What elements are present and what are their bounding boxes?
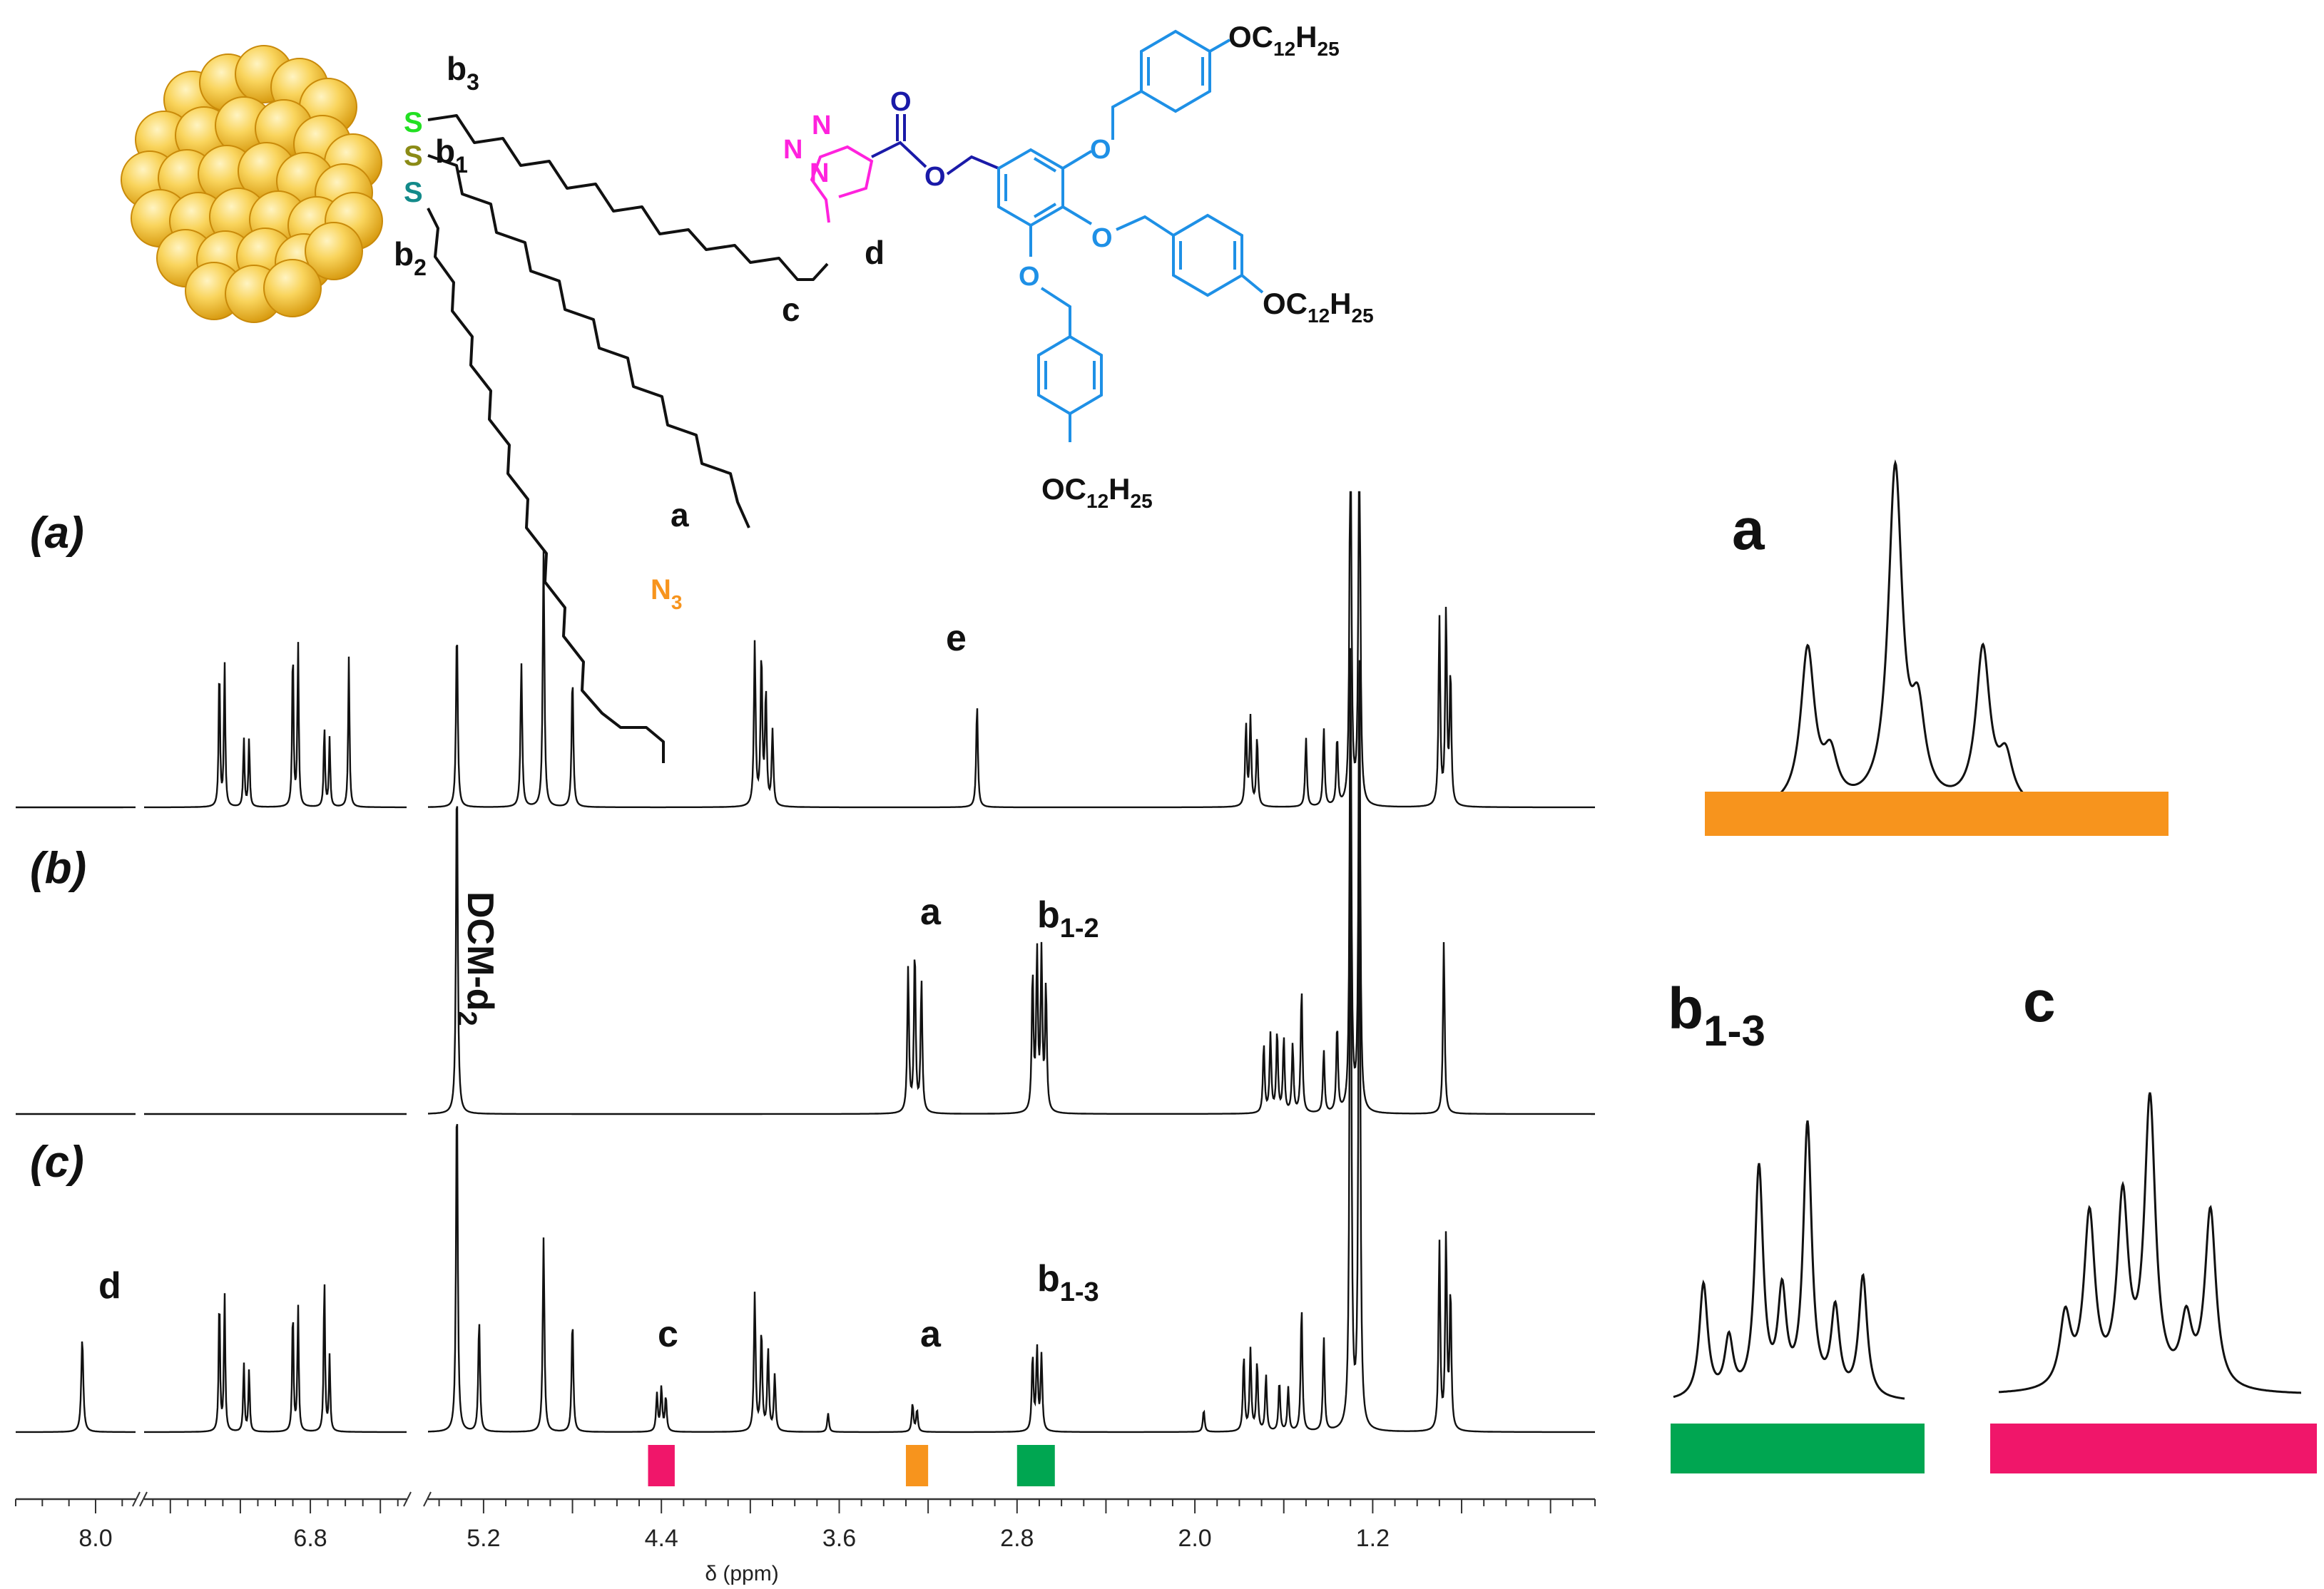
- tail-middle: OC12H25: [1263, 287, 1374, 327]
- chain-b2: [427, 208, 665, 763]
- x-tick-label: 6.8: [293, 1525, 327, 1552]
- spectrum-c-trace: [16, 1341, 136, 1434]
- inset-trace-a: [1738, 459, 2120, 810]
- benzyl-arm-top: [1111, 29, 1230, 140]
- benzyl-arm-middle: [1116, 213, 1264, 297]
- spectrum-c-trace: [428, 749, 1595, 1434]
- label-d-molecule: d: [865, 234, 885, 271]
- aryl-o-1: O: [1090, 135, 1111, 165]
- benzyl-arm-bottom: [1037, 287, 1103, 442]
- peak-label-a-spectrum-c: a: [920, 1314, 942, 1355]
- inset-bar-a: [1705, 792, 2168, 836]
- tail-top: OC12H25: [1228, 20, 1340, 60]
- chain-b3: [427, 114, 829, 281]
- axis-break: [139, 1491, 148, 1507]
- inset-trace-c: [1999, 1092, 2301, 1394]
- label-spectrum-c: (c): [30, 1138, 84, 1187]
- ester-carbonyl-o: O: [890, 87, 912, 117]
- x-tick-label: 5.2: [467, 1525, 500, 1552]
- sulfur-b2: S: [404, 177, 423, 208]
- x-tick-label: 4.4: [645, 1525, 678, 1552]
- peak-label-d: d: [98, 1265, 121, 1307]
- ester-ether-o: O: [924, 162, 946, 192]
- peak-label-e: e: [946, 618, 967, 659]
- aryl-o-3: O: [1019, 262, 1040, 292]
- gold-atom: [305, 222, 363, 280]
- axis-break: [423, 1491, 432, 1507]
- spectrum-c-trace: [144, 1284, 407, 1434]
- integration-bar-a: [905, 1445, 929, 1486]
- label-a-molecule: a: [671, 496, 689, 533]
- insets-group: [1671, 459, 2317, 1473]
- sulfur-b1: S: [404, 140, 423, 172]
- aryl-o-2: O: [1091, 223, 1113, 253]
- inset-trace-b1-3: [1673, 1120, 1905, 1400]
- chain-b1: [427, 154, 750, 528]
- azide-group: N3: [651, 574, 682, 613]
- peak-label-a-spectrum-b: a: [920, 891, 942, 933]
- x-axis-title: δ (ppm): [705, 1562, 778, 1585]
- molecule-structure: S S S b3 b1 b2 a c d N3 N N N O O: [121, 20, 1374, 763]
- x-axis: 8.0 6.8 5.2 4.4 3.6 2.8 2.0 1.2: [15, 1491, 1596, 1552]
- label-spectrum-a: (a): [30, 509, 84, 558]
- spectra-group: [16, 491, 1595, 1434]
- integration-bar-c: [648, 1445, 675, 1486]
- solvent-label: DCM-d2: [452, 891, 501, 1026]
- triazole-n1: N: [810, 158, 829, 188]
- ester-group: O O: [871, 87, 999, 192]
- x-tick-label: 2.8: [1000, 1525, 1034, 1552]
- x-tick-label: 2.0: [1178, 1525, 1211, 1552]
- spectrum-a-trace: [144, 642, 407, 809]
- label-b1: b1: [435, 133, 468, 178]
- inset-label-a: a: [1732, 497, 1765, 562]
- peak-label-c: c: [658, 1314, 678, 1355]
- spectrum-a-trace: [428, 491, 1595, 809]
- inset-bar-c: [1990, 1424, 2317, 1473]
- gold-atom: [263, 259, 322, 317]
- gallate-core: [997, 148, 1093, 257]
- axis-break: [403, 1491, 412, 1507]
- x-tick-label: 1.2: [1356, 1525, 1390, 1552]
- tail-bottom: OC12H25: [1041, 472, 1153, 512]
- integration-bars: [648, 1445, 1055, 1486]
- axis-break: [132, 1491, 141, 1507]
- triazole-n2: N: [783, 135, 802, 165]
- inset-label-c: c: [2023, 969, 2056, 1034]
- x-tick-label: 8.0: [78, 1525, 112, 1552]
- label-spectrum-b: (b): [30, 844, 86, 893]
- label-c-molecule: c: [782, 291, 800, 328]
- inset-label-b13: b1-3: [1668, 976, 1765, 1055]
- peak-label-b13: b1-3: [1037, 1258, 1099, 1307]
- inset-bar-b1-3: [1671, 1424, 1925, 1473]
- x-tick-label: 3.6: [822, 1525, 856, 1552]
- label-b3: b3: [447, 50, 479, 95]
- peak-label-b12: b1-2: [1037, 894, 1099, 944]
- label-b2: b2: [394, 235, 427, 280]
- sulfur-b3: S: [404, 107, 423, 138]
- spectrum-b-trace: [428, 648, 1595, 1115]
- triazole-ring: N N N: [783, 111, 874, 223]
- integration-bar-b1-3: [1016, 1445, 1055, 1486]
- triazole-n3: N: [812, 111, 831, 140]
- gold-nanoparticle: [121, 45, 383, 323]
